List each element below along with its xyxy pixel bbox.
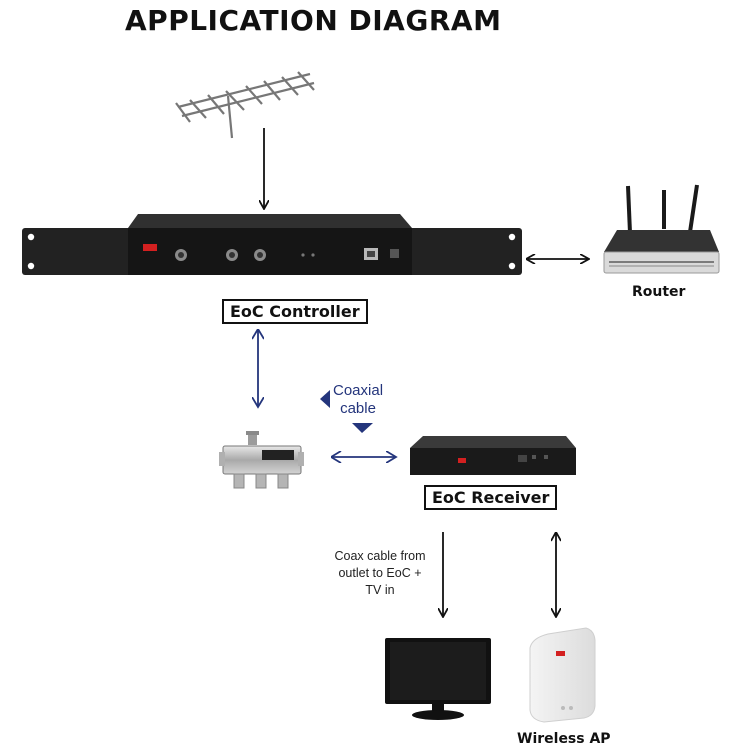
eoc-receiver-device	[410, 436, 576, 475]
wireless-ap-icon	[529, 627, 596, 723]
tv-monitor-icon	[385, 638, 491, 720]
eoc-receiver-label: EoC Receiver	[424, 485, 558, 510]
coax-note-line1: Coax cable from	[334, 549, 426, 563]
coaxial-cable-label-line1: Coaxial	[333, 382, 384, 399]
coax-note-line2: outlet to EoC +	[338, 566, 422, 580]
coaxial-cable-label-line2: cable	[340, 400, 376, 417]
router-label: Router	[632, 284, 686, 300]
coaxial-cable-label: Coaxial cable	[333, 382, 383, 418]
coax-left-triangle	[320, 390, 330, 408]
coax-note: Coax cable from outlet to EoC + TV in	[318, 548, 442, 599]
coax-down-triangle	[352, 423, 373, 433]
splitter-icon	[219, 431, 304, 489]
eoc-controller-device	[22, 214, 522, 275]
coax-note-line3: TV in	[365, 583, 395, 597]
wireless-ap-label: Wireless AP	[517, 731, 611, 747]
eoc-controller-label: EoC Controller	[222, 299, 368, 324]
diagram-title: APPLICATION DIAGRAM	[125, 4, 502, 37]
antenna-icon	[175, 71, 315, 139]
router-icon	[603, 184, 720, 274]
